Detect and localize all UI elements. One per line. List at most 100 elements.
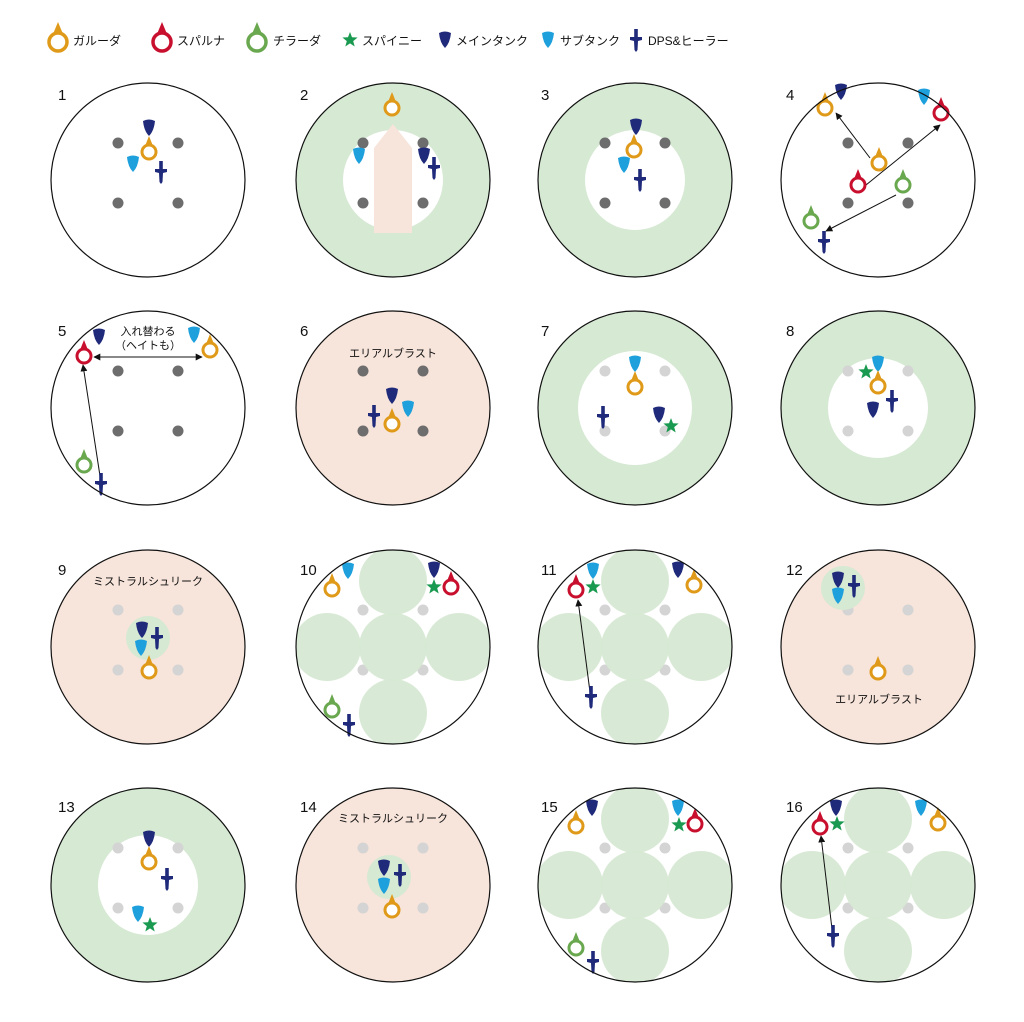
pillar-marker [112, 902, 124, 914]
movement-arrow [575, 599, 591, 693]
spiny-icon [671, 817, 687, 832]
garuda-icon [383, 92, 401, 117]
main-tank-icon [386, 387, 398, 404]
arena-edge [50, 549, 246, 745]
pillar-marker [417, 137, 429, 149]
pillar-marker [357, 137, 369, 149]
pillar-marker [599, 137, 611, 149]
arena-edge [780, 82, 976, 278]
pillar-marker [172, 365, 184, 377]
garuda-icon [140, 846, 158, 871]
arena-floor [296, 311, 490, 505]
arena-edge [295, 549, 491, 745]
garuda-icon [140, 136, 158, 161]
garuda-icon [383, 894, 401, 919]
legend-item-suparna: スパルナ [151, 22, 225, 53]
pillar-marker [842, 365, 854, 377]
pillar-marker [659, 604, 671, 616]
panel-number: 12 [786, 562, 803, 579]
annotation-text: ミストラルシュリーク [93, 575, 203, 588]
main-tank-icon [439, 31, 451, 48]
arena-edge [780, 787, 976, 983]
panel-number: 16 [786, 799, 803, 816]
legend-item-spiny: スパイニー [342, 32, 422, 48]
main-tank-icon [835, 83, 847, 100]
dps-healer-icon [886, 390, 898, 413]
arena-panel-1: 1 [50, 82, 246, 278]
pillar-marker [417, 425, 429, 437]
pillar-marker [417, 902, 429, 914]
pillar-marker [842, 197, 854, 209]
dps-healer-icon [848, 575, 860, 598]
arena-edge [50, 82, 246, 278]
arena-panel-2: 2 [295, 82, 491, 278]
annotation-text: エリアルブラスト [349, 346, 437, 360]
dps-healer-icon [827, 925, 839, 948]
spiny-icon [663, 418, 679, 433]
garuda-icon [626, 371, 644, 396]
arena-edge [780, 549, 976, 745]
panel-number: 4 [786, 87, 794, 104]
pillar-marker [357, 365, 369, 377]
spiny-icon [426, 579, 442, 594]
arena-edge [50, 787, 246, 983]
pillar-marker [112, 365, 124, 377]
safe-zone [578, 351, 692, 465]
dps-healer-icon [343, 714, 355, 737]
legend-item-st: サブタンク [542, 31, 620, 48]
chirada-icon [802, 205, 820, 230]
garuda-icon [685, 569, 703, 594]
pillar-marker [172, 664, 184, 676]
pillar-marker [599, 365, 611, 377]
pillar-marker [842, 425, 854, 437]
movement-arrow [825, 194, 897, 232]
sub-tank-icon [132, 905, 144, 922]
pillar-marker [112, 425, 124, 437]
dps-healer-icon [161, 868, 173, 891]
sub-tank-icon [629, 355, 641, 372]
arena-edge [50, 310, 246, 506]
pillar-marker [172, 604, 184, 616]
annotation-text: 入れ替わる [121, 324, 176, 338]
main-tank-icon [586, 799, 598, 816]
arena-panel-15: 15 [537, 787, 733, 983]
chirada-icon [567, 932, 585, 957]
arena-edge [780, 310, 976, 506]
main-tank-icon [136, 621, 148, 638]
garuda-icon [567, 810, 585, 835]
legend-label: スパイニー [362, 34, 422, 48]
pillar-marker [902, 365, 914, 377]
pillar-marker [659, 137, 671, 149]
panel-number: 8 [786, 323, 794, 340]
main-tank-icon [143, 119, 155, 136]
main-tank-icon [143, 830, 155, 847]
pillar-marker [357, 425, 369, 437]
stack-aoe [126, 616, 170, 660]
suparna-icon [567, 574, 585, 599]
main-tank-icon [418, 147, 430, 164]
arena-panel-16: 16 [780, 787, 976, 983]
pillar-marker [599, 197, 611, 209]
main-tank-icon [672, 561, 684, 578]
panel-number: 10 [300, 562, 317, 579]
arena-edge [295, 787, 491, 983]
sub-tank-icon [353, 147, 365, 164]
panel-number: 6 [300, 323, 308, 340]
sub-tank-icon [672, 799, 684, 816]
chirada-icon [894, 169, 912, 194]
main-tank-icon [93, 328, 105, 345]
garuda-icon [323, 573, 341, 598]
main-tank-icon [830, 799, 842, 816]
annotation-text: ミストラルシュリーク [338, 812, 448, 825]
movement-arrow [865, 124, 941, 186]
pillar-marker [112, 197, 124, 209]
legend-label: DPS&ヒーラー [648, 34, 729, 48]
pillar-marker [112, 604, 124, 616]
dps-healer-icon [151, 627, 163, 650]
pillar-marker [902, 664, 914, 676]
garuda-icon [869, 656, 887, 681]
pillar-marker [902, 137, 914, 149]
sub-tank-icon [872, 355, 884, 372]
